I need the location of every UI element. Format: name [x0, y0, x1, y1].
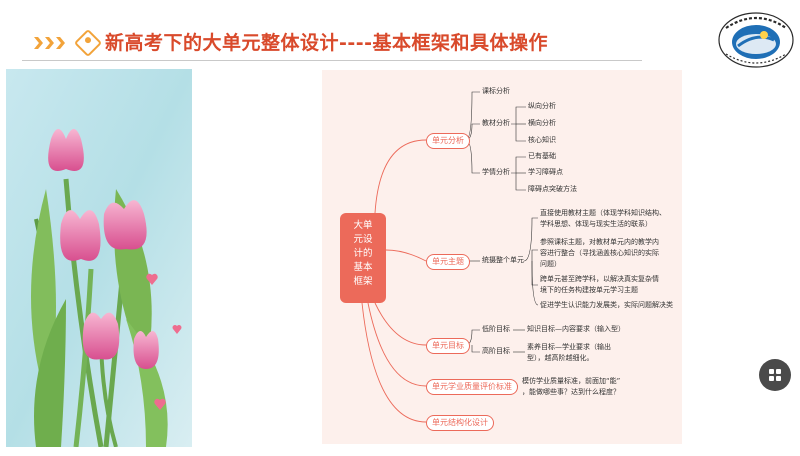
theme-item-line: 问题）: [540, 260, 561, 268]
goal-low-detail: 知识目标—内容要求（输入型）: [527, 325, 625, 333]
theme-item-line: 学科思想、体现与现实生活的联系）: [540, 220, 652, 228]
root-line: 元设: [353, 234, 373, 245]
node-curriculum: 课标分析: [482, 87, 510, 95]
root-line: 计的: [353, 248, 373, 259]
theme-item-line: 参照课标主题，对教材单元内的教学内: [540, 238, 659, 246]
branch-unit-analysis: 单元分析: [426, 133, 470, 149]
double-chevron-right-icon: [34, 37, 65, 49]
node-learner: 学情分析: [482, 168, 510, 176]
slide-title: 新高考下的大单元整体设计----基本框架和具体操作: [105, 32, 549, 54]
node-core: 核心知识: [528, 136, 556, 144]
node-goal-low: 低阶目标: [482, 325, 510, 333]
quality-detail: 模仿学业质量标准，前面加“能”: [522, 377, 621, 385]
branch-unit-theme: 单元主题: [426, 254, 470, 270]
branch-structure-design: 单元结构化设计: [426, 415, 494, 431]
theme-item-line: 直接使用教材主题（体现学科知识结构、: [540, 209, 666, 217]
node-overall: 统摄整个单元: [482, 256, 524, 264]
title-divider: [22, 60, 642, 61]
node-textbook: 教材分析: [482, 119, 510, 127]
root-line: 基本: [353, 262, 373, 273]
node-existing: 已有基础: [528, 152, 556, 160]
root-line: 大单: [353, 220, 373, 231]
branch-unit-goal: 单元目标: [426, 338, 470, 354]
grid-menu-button[interactable]: [759, 359, 791, 391]
node-goal-high: 高阶目标: [482, 347, 510, 355]
tulip-photo: [6, 69, 192, 447]
node-horizontal: 横向分析: [528, 119, 556, 127]
school-emblem-logo: [718, 12, 794, 68]
goal-high-detail: 型），越高阶越细化。: [527, 354, 594, 362]
mindmap-root-node: 大单 元设 计的 基本 框架: [340, 213, 386, 303]
node-vertical: 纵向分析: [528, 102, 556, 110]
theme-item-line: 跨单元甚至跨学科，以解决真实复杂情: [540, 275, 659, 283]
grid-menu-icon: [769, 369, 781, 381]
theme-item-line: 促进学生认识能力发展类，实际问题解决类: [540, 301, 673, 309]
node-obstacle: 学习障碍点: [528, 168, 563, 176]
theme-item-line: 境下的任务构建按单元学习主题: [540, 286, 638, 294]
quality-detail: ，能做哪些事？达到什么程度？: [522, 388, 620, 396]
root-line: 框架: [353, 276, 373, 287]
node-breakthrough: 障碍点突破方法: [528, 185, 577, 193]
theme-item-line: 容进行整合（寻找涵盖核心知识的实际: [540, 249, 659, 257]
goal-high-detail: 素养目标—学业要求（输出: [527, 343, 611, 351]
branch-quality-standard: 单元学业质量评价标准: [426, 379, 518, 395]
